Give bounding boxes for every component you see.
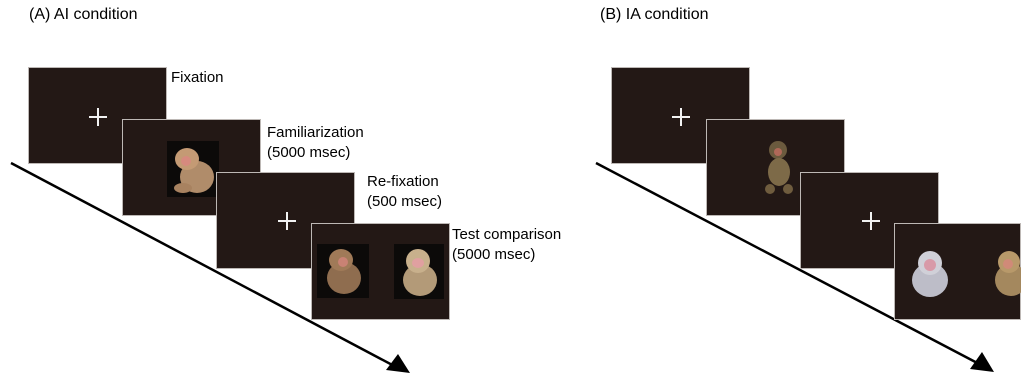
time-arrow-a [10,161,399,370]
monkey-photo [912,251,948,297]
step-fixation-name: Fixation [171,69,224,86]
step-familiarization-name: Familiarization [267,124,364,141]
test-screen-b [894,223,1021,320]
panel-b-title: (B) IA condition [600,6,709,23]
fixation-cross-icon [89,108,107,126]
panel-a-title: (A) AI condition [29,6,138,23]
familiarization-screen-a [122,119,261,216]
fixation-cross-icon [862,212,880,230]
step-label-fixation: Fixation [171,68,224,88]
step-test-name: Test comparison [452,226,562,243]
step-familiarization-duration: (5000 msec) [267,144,351,161]
fixation-cross-icon [278,212,296,230]
step-label-familiarization: Familiarization (5000 msec) [267,123,364,163]
time-arrow-a-head [386,354,410,373]
refixation-screen-a [216,172,355,269]
monkey-photo [317,244,369,298]
step-test-duration: (5000 msec) [452,246,536,263]
step-refixation-duration: (500 msec) [367,193,443,210]
step-label-refixation: Re-fixation (500 msec) [367,172,442,212]
monkey-photo [167,141,219,197]
monkey-photo [995,251,1021,296]
monkey-photo [394,244,444,299]
test-screen-a [311,223,450,320]
step-refixation-name: Re-fixation [367,173,439,190]
time-arrow-b-head [970,352,994,372]
fixation-cross-icon [672,108,690,126]
time-arrow-b [595,161,984,368]
step-label-test: Test comparison (5000 msec) [452,225,561,265]
monkey-photo [765,141,793,194]
